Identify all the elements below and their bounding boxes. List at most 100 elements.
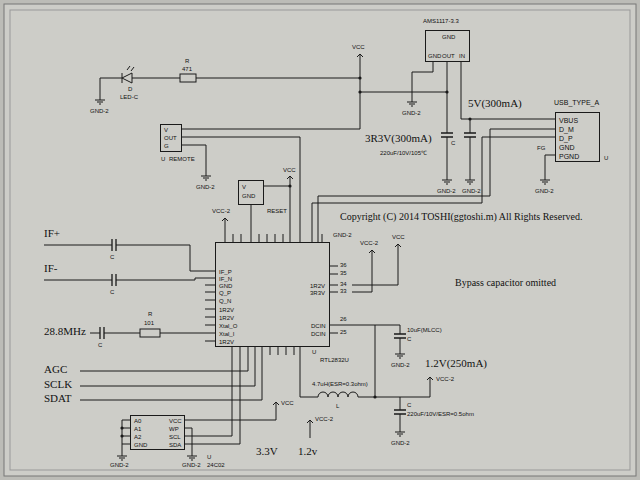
component-value: 220uF/10V/105℃ — [380, 150, 427, 156]
rail-note: 1.2v — [298, 446, 317, 457]
pin-name: GND — [559, 144, 575, 151]
wires — [44, 62, 555, 452]
component-box: VGNDRESET — [238, 180, 264, 205]
signal-wire — [185, 347, 240, 444]
copyright-note: Copyright (C) 2014 TOSHI(ggtoshi.m) All … — [340, 212, 582, 222]
pin-name: SCL — [169, 434, 181, 440]
net-name: GND-2 — [110, 462, 129, 468]
note: Bypass capacitor omitted — [455, 278, 556, 288]
part-name: LED-C — [120, 94, 138, 100]
pin-name: VBUS — [559, 117, 578, 124]
pin-name: VCC — [169, 418, 182, 424]
part-name: AMS1117-3.3 — [423, 18, 459, 24]
pin-name: IN — [459, 53, 465, 59]
part-ref: C — [451, 140, 455, 146]
net-name: VCC-2 — [315, 416, 333, 422]
signal-wire — [318, 129, 555, 242]
component-value: 10uF(MLCC) — [407, 327, 442, 333]
pin-name: 1R2V — [310, 283, 325, 289]
net-name: GND-2 — [333, 232, 352, 238]
component-value: 220uF/10V/ESR=0.5ohm — [407, 411, 474, 417]
pin-name: PGND — [559, 153, 579, 160]
pin-name: D_P — [559, 135, 573, 142]
component-value: 101 — [144, 320, 154, 326]
component-box: A0A1A2GNDVCCWPSCLSDAU24C02 — [130, 415, 185, 450]
signal-name: AGC — [44, 364, 67, 375]
pin-number: 33 — [340, 288, 347, 294]
component-value: 4.7uH(ESR=0.3ohm) — [312, 381, 368, 387]
pin-name: GND — [134, 442, 147, 448]
junction-dots — [120, 76, 471, 437]
pin-name: A0 — [134, 418, 141, 424]
net-name: GND-2 — [437, 188, 456, 194]
net-name: GND-2 — [462, 188, 481, 194]
pin-number: 34 — [340, 281, 347, 287]
pin-name: WP — [169, 426, 179, 432]
signal-name: IF+ — [44, 228, 60, 239]
pin-number: 35 — [340, 270, 347, 276]
component-value: 471 — [182, 66, 192, 72]
component-box: VOUTGUREMOTE — [160, 124, 182, 152]
pin-name: FG — [537, 145, 545, 151]
part-ref: C — [110, 254, 114, 260]
part-ref: U — [207, 454, 211, 460]
net-name: VCC — [281, 400, 294, 406]
pin-name: D_M — [559, 126, 574, 133]
signal-wire — [251, 205, 252, 242]
net-name: VCC — [283, 167, 296, 173]
net-name: GND-2 — [402, 110, 421, 116]
pin-name: GND — [242, 193, 255, 199]
part-ref: C — [407, 402, 411, 408]
part-name: RESET — [267, 208, 287, 214]
part-name: USB_TYPE_A — [554, 99, 599, 106]
part-ref: R — [185, 58, 189, 64]
pin-number: 26 — [340, 316, 347, 322]
part-ref: C — [407, 336, 411, 342]
pin-name: OUT — [442, 53, 455, 59]
net-name: GND-2 — [182, 462, 201, 468]
net-name: VCC — [392, 234, 405, 240]
pin-name: A1 — [134, 426, 141, 432]
rail-note: 3.3V — [256, 446, 278, 457]
net-name: GND-2 — [535, 188, 554, 194]
part-ref: U — [312, 349, 316, 355]
pin-number: 25 — [340, 329, 347, 335]
pin-name: Q_P — [219, 290, 231, 296]
part-ref: U — [604, 155, 608, 161]
pin-name: OUT — [164, 135, 177, 141]
pin-name: GND — [219, 283, 232, 289]
net-name: GND-2 — [391, 362, 410, 368]
part-ref: D — [128, 86, 132, 92]
signal-name: SDAT — [44, 393, 72, 404]
net-name: GND-2 — [391, 440, 410, 446]
pin-name: GND — [428, 53, 441, 59]
pin-name: Xtal_O — [219, 323, 237, 329]
net-name: GND-2 — [90, 108, 109, 114]
part-ref: U — [161, 156, 165, 162]
pin-number: 36 — [340, 262, 347, 268]
part-name: REMOTE — [169, 156, 195, 162]
part-name: RTL2832U — [320, 357, 349, 363]
pin-name: DCIN — [311, 331, 326, 337]
part-name: 24C02 — [207, 462, 225, 468]
component-box: AMS1117-3.3GNDGNDOUTIN — [425, 30, 470, 62]
pin-name: DCIN — [311, 323, 326, 329]
pin-name: 1R2V — [219, 315, 234, 321]
net-name: VCC — [352, 44, 365, 50]
part-ref: L — [336, 403, 339, 409]
pin-name: IF_P — [219, 269, 232, 275]
pin-name: V — [242, 184, 246, 190]
pin-name: 1R2V — [219, 307, 234, 313]
signal-wire — [312, 137, 555, 242]
signal-name: SCLK — [44, 379, 72, 390]
pin-name: V — [164, 127, 168, 133]
pin-name: IF_N — [219, 276, 232, 282]
component-box: USB_TYPE_AVBUSD_MD_PGNDPGNDU — [555, 112, 600, 162]
part-ref: C — [110, 289, 114, 295]
net-name: VCC-2 — [360, 240, 378, 246]
net-name: GND-2 — [196, 184, 215, 190]
pin-name: Q_N — [219, 298, 231, 304]
